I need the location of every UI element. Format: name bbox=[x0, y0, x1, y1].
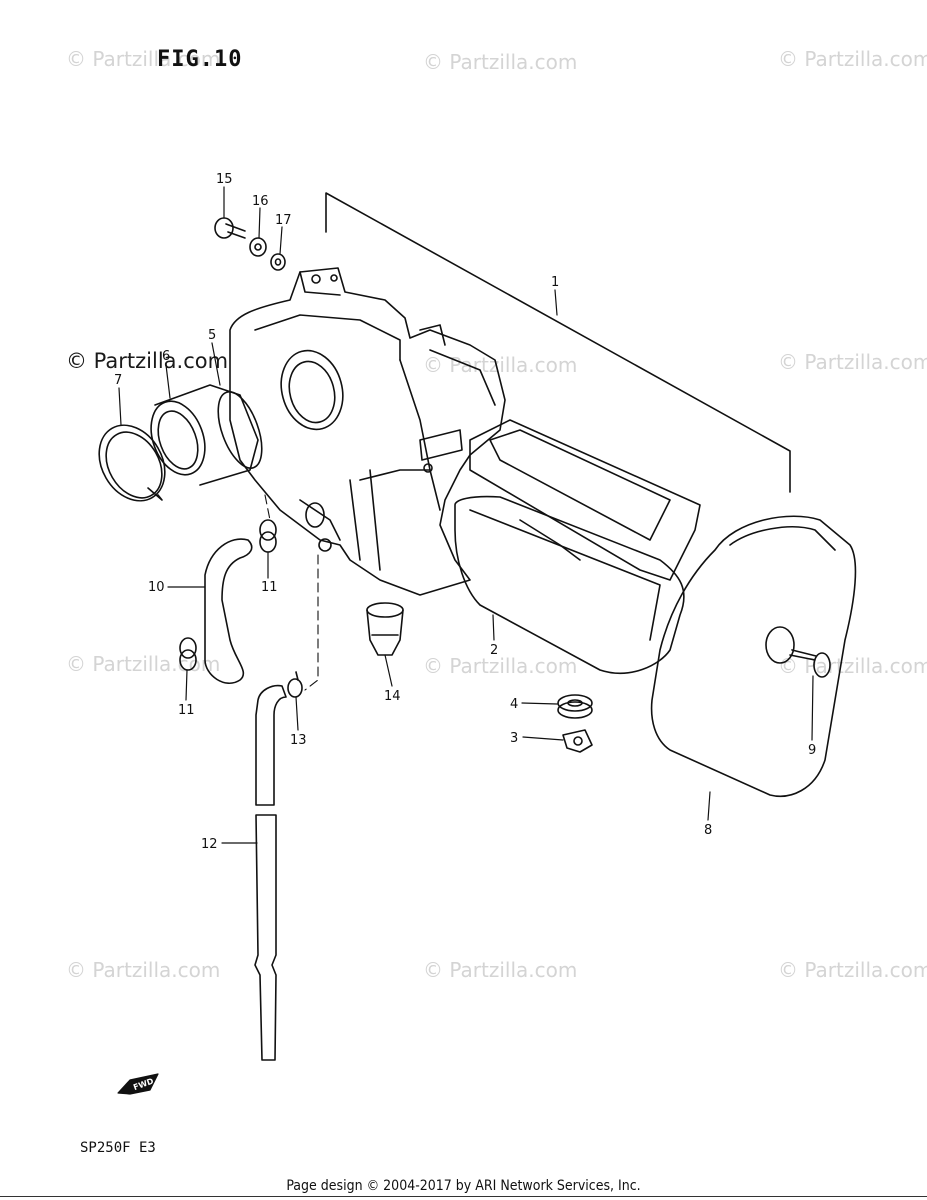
callout-8: 8 bbox=[704, 823, 712, 838]
watermark: © Partzilla.com bbox=[423, 654, 578, 678]
watermark-dark: © Partzilla.com bbox=[66, 349, 229, 373]
callout-1: 1 bbox=[551, 275, 559, 290]
callout-2: 2 bbox=[490, 643, 498, 658]
clip bbox=[287, 671, 303, 698]
watermark: © Partzilla.com bbox=[778, 47, 927, 71]
callout-11: 11 bbox=[261, 580, 278, 595]
callout-9: 9 bbox=[808, 743, 816, 758]
air-cleaner-cover bbox=[650, 515, 857, 797]
callout-6: 6 bbox=[162, 349, 170, 364]
footer-copyright: Page design © 2004-2017 by ARI Network S… bbox=[286, 1178, 641, 1194]
callout-12: 12 bbox=[201, 837, 218, 852]
fwd-arrow-icon bbox=[117, 1073, 159, 1095]
air-cleaner-element bbox=[454, 419, 701, 674]
callout-11: 11 bbox=[178, 703, 195, 718]
grommet bbox=[557, 694, 593, 719]
screw bbox=[789, 649, 831, 678]
callout-17: 17 bbox=[275, 213, 292, 228]
figure-title: FIG.10 bbox=[157, 47, 243, 72]
callout-13: 13 bbox=[290, 733, 307, 748]
watermark: © Partzilla.com bbox=[423, 958, 578, 982]
hose-clamp-band bbox=[98, 424, 166, 502]
callout-10: 10 bbox=[148, 580, 165, 595]
nut bbox=[562, 729, 593, 753]
callout-5: 5 bbox=[208, 328, 216, 343]
watermark: © Partzilla.com bbox=[778, 958, 927, 982]
guide-lines bbox=[264, 494, 319, 691]
watermark: © Partzilla.com bbox=[778, 350, 927, 374]
bolt bbox=[214, 217, 246, 239]
watermark: © Partzilla.com bbox=[66, 958, 221, 982]
drain-plug bbox=[366, 602, 404, 656]
model-code: SP250F E3 bbox=[80, 1140, 156, 1156]
hose-clip bbox=[179, 519, 277, 671]
assembly-bracket bbox=[325, 192, 791, 493]
intake-boot bbox=[150, 384, 263, 486]
callout-7: 7 bbox=[114, 373, 122, 388]
drain-tube bbox=[254, 684, 287, 1061]
washer bbox=[249, 237, 267, 257]
watermark: © Partzilla.com bbox=[423, 50, 578, 74]
breather-hose bbox=[204, 538, 253, 684]
callout-3: 3 bbox=[510, 731, 518, 746]
watermark: © Partzilla.com bbox=[66, 47, 221, 71]
callout-16: 16 bbox=[252, 194, 269, 209]
air-cleaner-case bbox=[229, 267, 506, 596]
callout-14: 14 bbox=[384, 689, 401, 704]
callout-4: 4 bbox=[510, 697, 518, 712]
footer-divider bbox=[0, 1196, 927, 1197]
callout-15: 15 bbox=[216, 172, 233, 187]
lock-washer bbox=[270, 253, 286, 271]
leader-lines bbox=[118, 186, 814, 844]
